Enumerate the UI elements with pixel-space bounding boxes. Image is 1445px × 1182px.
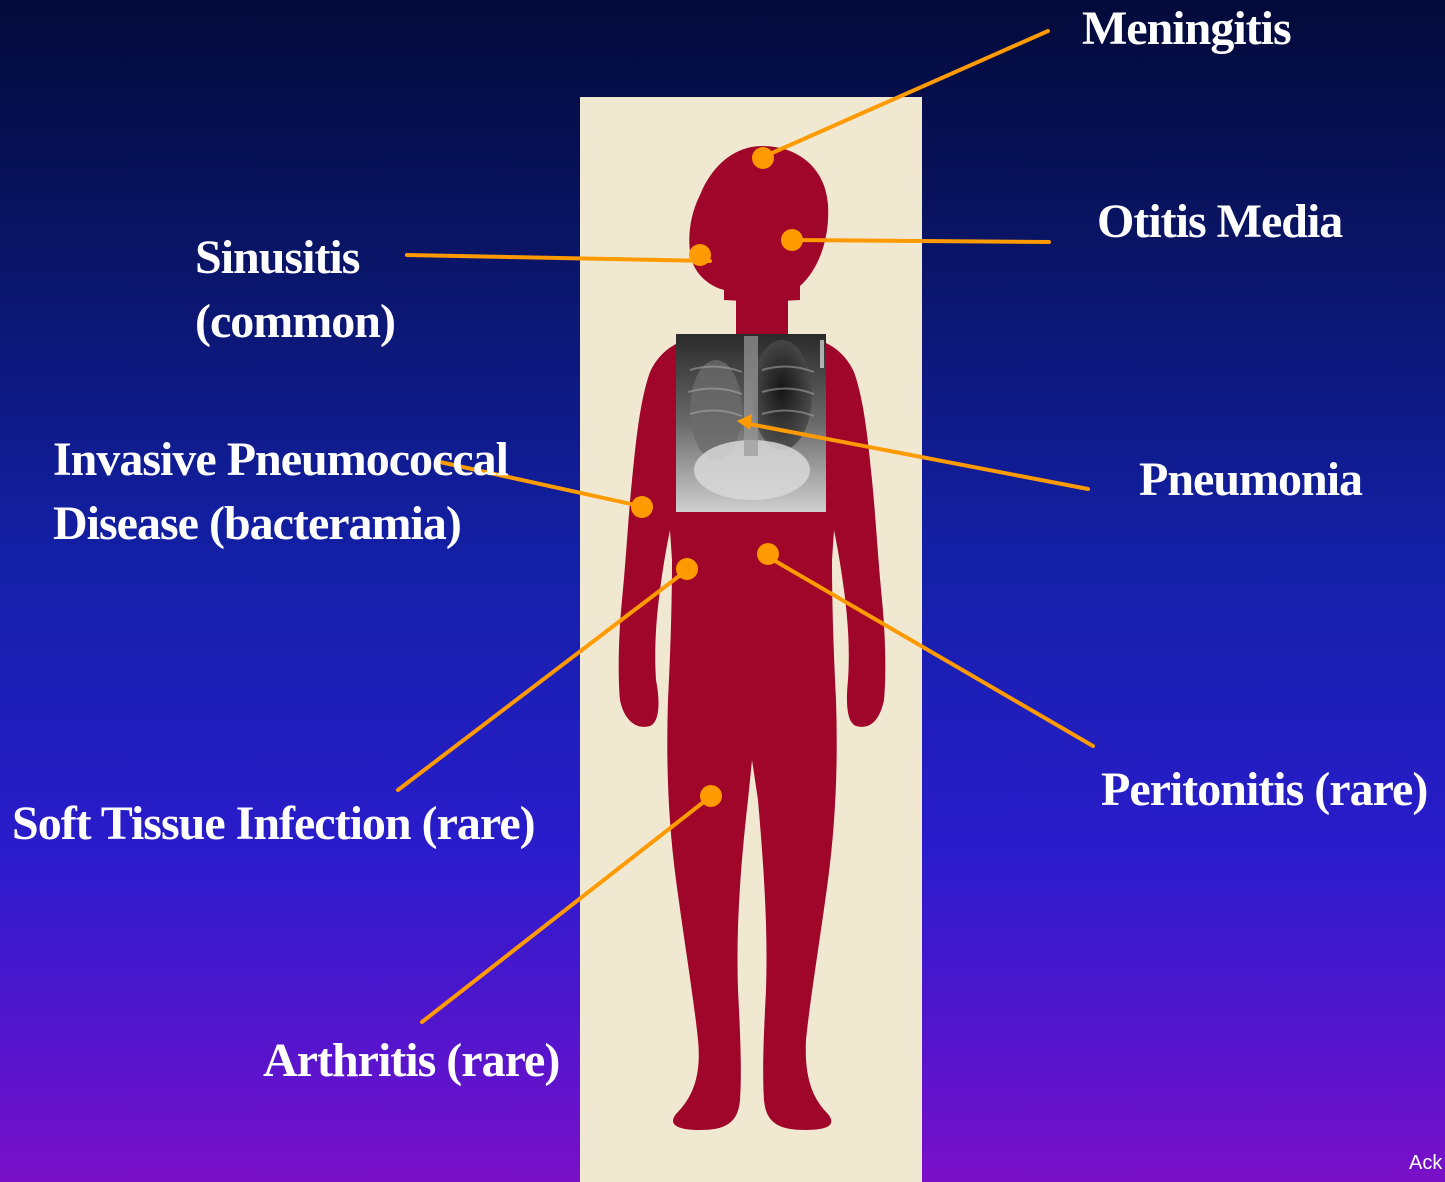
meningitis-label: Meningitis [1082,0,1291,61]
arthritis-label: Arthritis (rare) [263,1029,559,1093]
invasive-pneumococcal-label: Invasive Pneumococcal Disease (bacterami… [53,428,508,556]
otitis-media-label: Otitis Media [1097,190,1342,254]
acknowledgement-text: Ack [1409,1152,1442,1175]
invasive-marker [631,496,653,518]
peritonitis-label: Peritonitis (rare) [1101,758,1427,822]
sinusitis-label-line-1: Sinusitis [195,226,395,290]
peritonitis-marker [757,543,779,565]
invasive-label-line-2: Disease (bacteramia) [53,492,508,556]
arthritis-marker [700,785,722,807]
soft-tissue-infection-label: Soft Tissue Infection (rare) [12,792,535,856]
otitis-leader-line [792,240,1049,242]
sinusitis-label: Sinusitis (common) [195,226,395,354]
otitis-marker [781,229,803,251]
invasive-label-line-1: Invasive Pneumococcal [53,428,508,492]
sinusitis-label-line-2: (common) [195,290,395,354]
sinusitis-marker [689,244,711,266]
pneumonia-label: Pneumonia [1139,448,1362,512]
meningitis-marker [752,147,774,169]
soft-tissue-marker [676,558,698,580]
